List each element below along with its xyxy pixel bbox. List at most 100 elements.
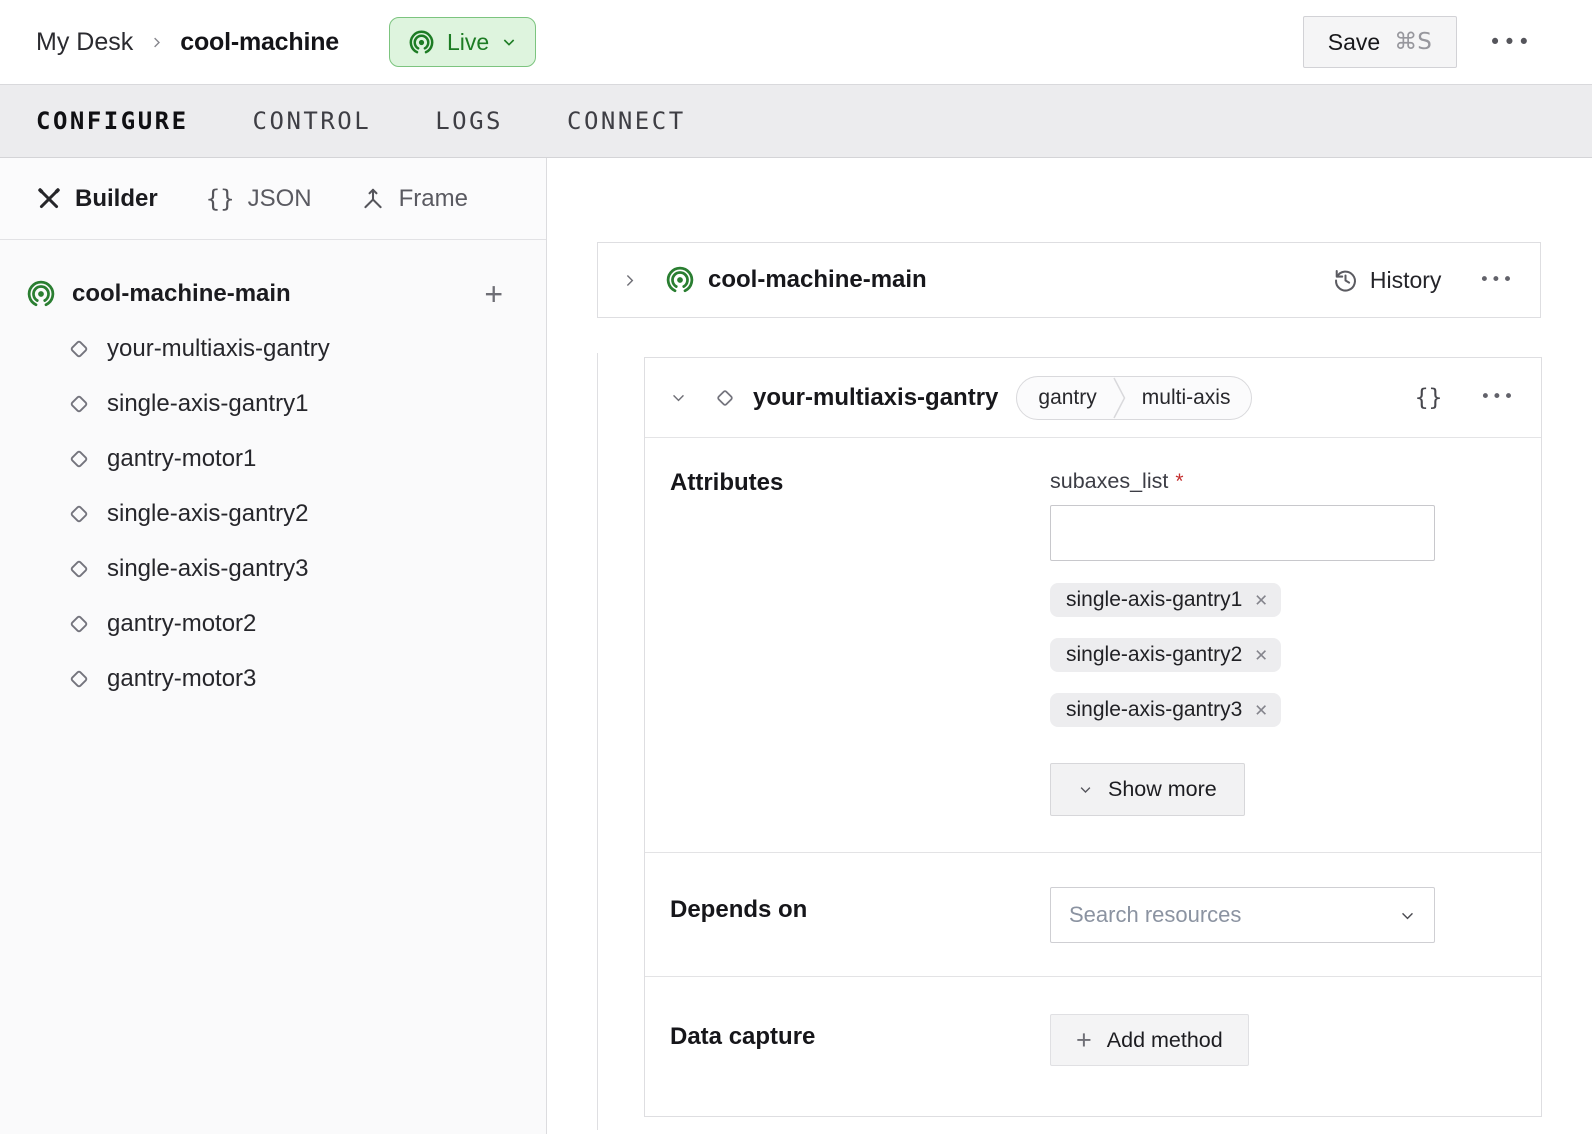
part-resources-group: your-multiaxis-gantry gantry multi-axis … <box>597 353 1542 1130</box>
data-capture-section: Data capture + Add method <box>645 976 1541 1118</box>
machine-tab-bar: CONFIGURE CONTROL LOGS CONNECT <box>0 84 1592 158</box>
tree-item-single-axis-gantry3[interactable]: single-axis-gantry3 <box>0 541 546 596</box>
view-mode-frame[interactable]: Frame <box>360 185 468 213</box>
chevron-down-icon <box>1399 907 1416 924</box>
chevron-down-icon <box>501 34 517 50</box>
part-card-overflow-menu-icon[interactable]: ••• <box>1479 269 1514 290</box>
machine-part-card: cool-machine-main History ••• <box>597 242 1541 318</box>
depends-on-section-content <box>1050 887 1435 976</box>
subaxes-chip-list: single-axis-gantry1 ✕ single-axis-gantry… <box>1050 583 1435 727</box>
resource-card-header: your-multiaxis-gantry gantry multi-axis … <box>645 358 1541 438</box>
attributes-section-label: Attributes <box>670 469 784 496</box>
tree-item-single-axis-gantry1[interactable]: single-axis-gantry1 <box>0 376 546 431</box>
add-resource-button[interactable]: + <box>484 275 503 312</box>
topbar-overflow-menu-icon[interactable]: ••• <box>1488 29 1532 54</box>
tree-item-gantry-motor1[interactable]: gantry-motor1 <box>0 431 546 486</box>
view-mode-builder-label: Builder <box>75 184 158 212</box>
pill-divider-chevron-icon <box>1113 377 1126 419</box>
attributes-section-content: subaxes_list * single-axis-gantry1 ✕ sin… <box>1050 469 1435 852</box>
resource-card-your-multiaxis-gantry: your-multiaxis-gantry gantry multi-axis … <box>644 357 1542 1117</box>
save-button-label: Save <box>1327 28 1381 55</box>
chip-single-axis-gantry2: single-axis-gantry2 ✕ <box>1050 638 1282 672</box>
top-bar: My Desk cool-machine Live Save ⌘S ••• <box>0 0 1592 84</box>
save-button[interactable]: Save ⌘S <box>1302 16 1457 68</box>
resource-type-pill: gantry multi-axis <box>1016 375 1253 420</box>
breadcrumb-parent-link[interactable]: My Desk <box>36 27 134 56</box>
attributes-section: Attributes subaxes_list * single-axis-ga… <box>645 438 1541 852</box>
depends-on-section: Depends on <box>645 852 1541 976</box>
add-method-button[interactable]: + Add method <box>1050 1014 1249 1066</box>
braces-icon: {} <box>205 184 235 213</box>
history-button[interactable]: History <box>1332 267 1441 294</box>
required-asterisk: * <box>1175 470 1184 493</box>
subaxes-list-input[interactable] <box>1050 505 1435 561</box>
chip-label: single-axis-gantry2 <box>1066 643 1243 666</box>
tree-item-label: single-axis-gantry1 <box>107 389 309 417</box>
breadcrumb-current: cool-machine <box>180 27 339 56</box>
component-diamond-icon <box>64 444 94 474</box>
plus-icon: + <box>1076 1024 1092 1055</box>
subaxes-field-label: subaxes_list <box>1050 469 1169 493</box>
expand-part-chevron-right-icon[interactable] <box>621 272 638 289</box>
tools-icon <box>36 186 62 212</box>
broadcast-icon <box>408 29 435 56</box>
data-capture-section-label: Data capture <box>670 1023 816 1050</box>
data-capture-section-content: + Add method <box>1050 1014 1435 1118</box>
view-mode-frame-label: Frame <box>398 184 468 212</box>
chip-label: single-axis-gantry3 <box>1066 698 1243 721</box>
tree-item-label: gantry-motor1 <box>107 444 257 472</box>
resource-model: multi-axis <box>1141 385 1231 409</box>
remove-chip-icon[interactable]: ✕ <box>1254 700 1269 720</box>
tab-control[interactable]: CONTROL <box>252 107 372 135</box>
resource-overflow-menu-icon[interactable]: ••• <box>1480 387 1515 407</box>
component-diamond-icon <box>711 384 739 412</box>
tree-item-label: your-multiaxis-gantry <box>107 334 330 362</box>
tree-item-gantry-motor3[interactable]: gantry-motor3 <box>0 651 546 706</box>
show-more-button[interactable]: Show more <box>1050 763 1245 816</box>
subaxes-field-label-row: subaxes_list * <box>1050 469 1435 495</box>
depends-on-select[interactable] <box>1050 887 1435 943</box>
view-json-braces-icon[interactable]: {} <box>1414 384 1443 411</box>
show-more-label: Show more <box>1108 777 1217 801</box>
part-card-title: cool-machine-main <box>708 266 927 293</box>
tab-configure[interactable]: CONFIGURE <box>36 107 189 135</box>
component-diamond-icon <box>64 664 94 694</box>
history-clock-icon <box>1332 267 1359 294</box>
depends-on-section-label: Depends on <box>670 896 808 923</box>
component-diamond-icon <box>64 389 94 419</box>
builder-sidebar: Builder {} JSON Frame <box>0 158 547 1134</box>
chip-single-axis-gantry3: single-axis-gantry3 ✕ <box>1050 693 1282 727</box>
component-diamond-icon <box>64 554 94 584</box>
tree-item-label: single-axis-gantry2 <box>107 499 309 527</box>
search-resources-input[interactable] <box>1069 902 1399 928</box>
view-mode-json[interactable]: {} JSON <box>206 185 312 213</box>
tree-item-gantry-motor2[interactable]: gantry-motor2 <box>0 596 546 651</box>
collapse-resource-chevron-down-icon[interactable] <box>670 389 687 406</box>
tree-item-single-axis-gantry2[interactable]: single-axis-gantry2 <box>0 486 546 541</box>
tree-root-cool-machine-main[interactable]: cool-machine-main + <box>0 266 546 321</box>
broadcast-icon <box>665 265 695 295</box>
component-diamond-icon <box>64 499 94 529</box>
resource-card-title: your-multiaxis-gantry <box>753 383 999 411</box>
chip-single-axis-gantry1: single-axis-gantry1 ✕ <box>1050 583 1282 617</box>
remove-chip-icon[interactable]: ✕ <box>1254 590 1269 610</box>
tree-item-your-multiaxis-gantry[interactable]: your-multiaxis-gantry <box>0 321 546 376</box>
frame-axes-icon <box>360 186 386 212</box>
resource-tree: cool-machine-main + your-multiaxis-gantr… <box>0 240 546 706</box>
chip-label: single-axis-gantry1 <box>1066 588 1243 611</box>
breadcrumb-chevron-icon <box>149 35 164 50</box>
resource-type: gantry <box>1038 385 1097 409</box>
live-status-dropdown[interactable]: Live <box>388 17 537 67</box>
chevron-down-icon <box>1078 782 1093 797</box>
remove-chip-icon[interactable]: ✕ <box>1254 645 1269 665</box>
tree-item-label: gantry-motor2 <box>107 609 257 637</box>
sidebar-view-switcher: Builder {} JSON Frame <box>0 158 546 240</box>
tab-connect[interactable]: CONNECT <box>567 107 686 135</box>
tab-logs[interactable]: LOGS <box>435 107 503 135</box>
view-mode-json-label: JSON <box>247 184 312 212</box>
tree-root-label: cool-machine-main <box>72 279 291 307</box>
view-mode-builder[interactable]: Builder <box>36 185 158 213</box>
tree-item-label: gantry-motor3 <box>107 664 257 692</box>
live-status-label: Live <box>446 28 490 55</box>
